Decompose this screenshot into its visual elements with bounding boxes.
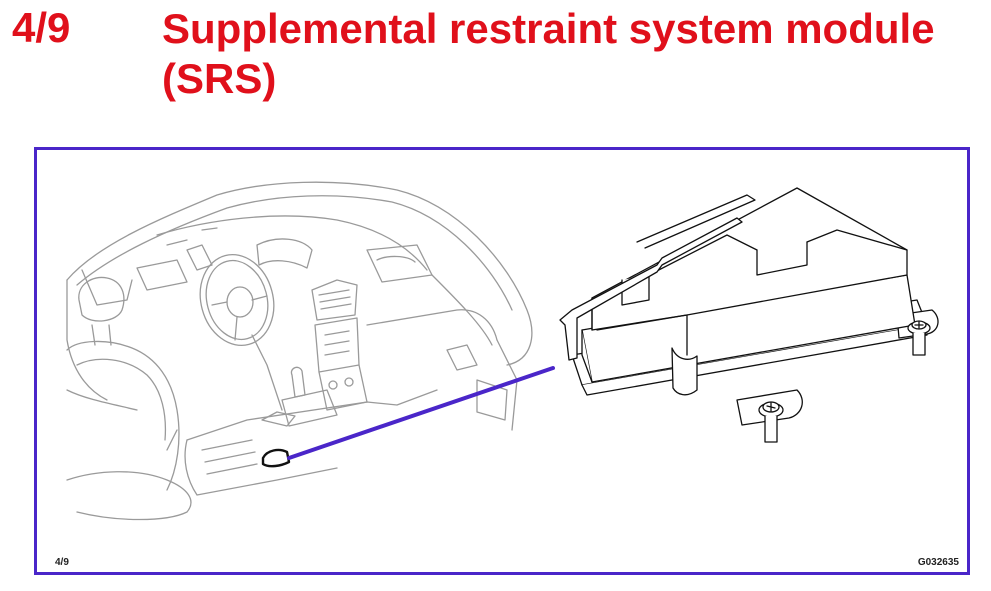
figure-reference-code: G032635 [917, 557, 959, 568]
srs-location-marker [261, 448, 291, 468]
figure-page-label: 4/9 [55, 557, 69, 568]
illustration [66, 181, 939, 521]
page-number: 4/9 [12, 4, 71, 51]
page-title: Supplemental restraint system module (SR… [162, 5, 935, 102]
car-interior-drawing [66, 181, 533, 521]
figure-frame: 4/9 G032635 [34, 147, 970, 575]
pointer-line [287, 366, 555, 460]
srs-module-drawing [559, 187, 939, 443]
